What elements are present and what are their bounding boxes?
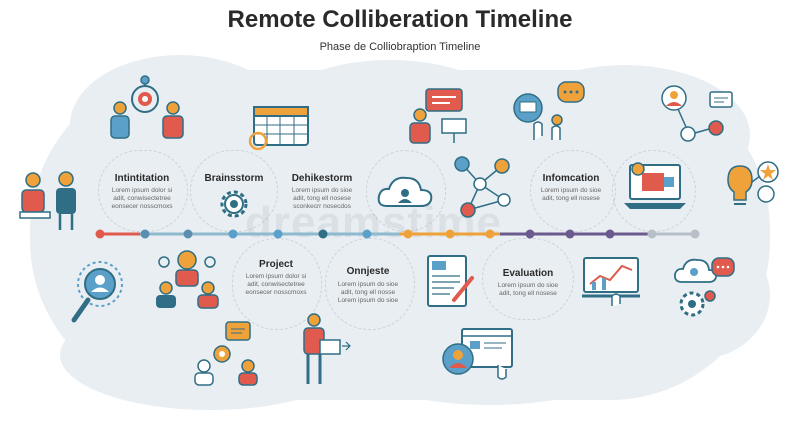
watermark: dreamstime (245, 198, 503, 247)
phase-frame-onnjeste (325, 238, 415, 330)
timeline-node (183, 229, 193, 239)
phase-desc-line: eonsecer nosscmoxs (111, 203, 173, 210)
gear-icon (220, 190, 248, 218)
timeline-node (525, 229, 535, 239)
phase-label-evaluation: Evaluation (502, 268, 554, 279)
phase-label-intintitation: Intintitation (114, 173, 170, 184)
phase-desc-line: adit, tong ell nosese (542, 195, 600, 202)
cloud-user-icon (377, 176, 433, 207)
phase-label-dehikestorm: Dehikestorm (291, 173, 353, 184)
timeline-node (485, 229, 495, 239)
timeline-node (140, 229, 150, 239)
phase-desc-line: eonsecer nosscmoxs (245, 289, 307, 296)
phase-desc-line: Lorem ipsum do sioe (497, 282, 559, 289)
timeline-node (228, 229, 238, 239)
phase-frame-project (232, 238, 322, 330)
lightbulb-icon (727, 161, 779, 205)
touch-chat-icon (513, 81, 585, 140)
phase-desc-line: adit, conwisectetree (247, 281, 305, 288)
phase-desc-line: adit, tong ell nosese (499, 290, 557, 297)
phase-desc-line: adit, conwisectetree (113, 195, 171, 202)
phase-label-project: Project (259, 259, 293, 270)
cloud-chat-gear-icon (673, 257, 735, 317)
profile-window-icon (442, 328, 513, 380)
timeline-node (318, 229, 328, 239)
timeline-node (362, 229, 372, 239)
phase-desc-line: Lorem ipsum do sioe (337, 297, 399, 304)
team-idea-icon (156, 250, 219, 309)
phase-desc-line: Lorem ipsum dolor si (111, 187, 173, 194)
desk-worker-icon (19, 171, 76, 230)
phase-desc-line: sconkecrr nosecdos (293, 203, 351, 210)
timeline-node (445, 229, 455, 239)
timeline-node (565, 229, 575, 239)
presenter-icon (409, 88, 467, 144)
network-people-icon (661, 85, 733, 142)
phase-label-infomcation: Infomcation (542, 173, 600, 184)
phase-label-brainsstorm: Brainsstorm (204, 173, 264, 184)
tablet-chart-icon (582, 257, 640, 306)
phase-desc-line: Lorem ipsum do sioe (540, 187, 602, 194)
phase-desc-line: Lorem ipsum dolor si (245, 273, 307, 280)
laptop-chart-icon (624, 162, 686, 209)
timeline-node (95, 229, 105, 239)
timeline-node (690, 229, 700, 239)
chat-team-icon (194, 321, 258, 386)
timeline-node (273, 229, 283, 239)
phase-desc-line: Lorem ipsum do sioe (291, 187, 353, 194)
page-title: Remote Colliberation Timeline (227, 6, 573, 33)
presenter-board-icon (303, 313, 351, 384)
phase-desc-line: adit, tong ell nosse (340, 289, 396, 296)
phase-label-onnjeste: Onnjeste (346, 266, 390, 277)
page-subtitle: Phase de Colliobraption Timeline (319, 41, 481, 53)
document-pen-icon (427, 255, 474, 307)
timeline-node (605, 229, 615, 239)
magnifier-user-icon (71, 261, 123, 323)
calendar-icon (248, 106, 309, 151)
timeline-node (403, 229, 413, 239)
node-network-icon (454, 156, 511, 218)
phase-frame-evaluation (482, 238, 574, 320)
phase-desc-line: adit, tong ell nosese (293, 195, 351, 202)
team-target-icon (110, 75, 184, 139)
timeline-node (647, 229, 657, 239)
phase-desc-line: Lorem ipsum do sioe (337, 281, 399, 288)
